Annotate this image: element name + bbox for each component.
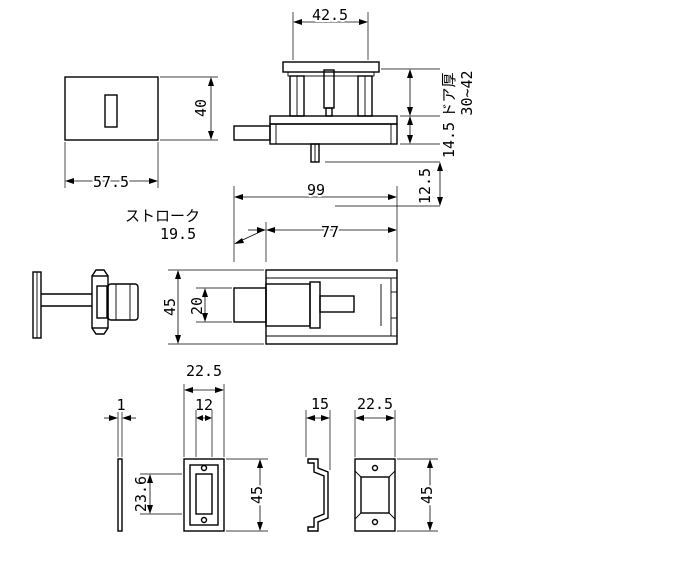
strike-plate-side: 1 — [104, 396, 136, 532]
dim-slot-width: 12 — [195, 396, 213, 414]
knob-view — [32, 269, 139, 339]
top-view: 45 20 — [161, 269, 398, 345]
stroke-label: ストローク — [125, 207, 200, 225]
strike-plate-front: 22.5 12 23.6 45 — [132, 362, 268, 532]
bracket-side: 15 — [305, 395, 331, 532]
dim-plate-width: 22.5 — [186, 362, 222, 380]
face-plate-view: 40 57.5 — [64, 76, 218, 193]
dim-door-thickness-title: ドア厚 — [440, 72, 458, 117]
dim-overall-length: 99 — [307, 181, 325, 199]
dim-body-length: 77 — [321, 223, 339, 241]
dim-door-thickness-range: 30~42 — [458, 70, 476, 115]
dim-bracket-height: 45 — [418, 486, 436, 504]
dim-offset-14-5: 14.5 — [440, 122, 458, 158]
dim-bracket-width: 22.5 — [357, 395, 393, 413]
dim-slot-height: 23.6 — [132, 476, 150, 512]
dim-bolt-height: 20 — [188, 297, 206, 315]
dim-plate-thickness: 1 — [116, 396, 125, 414]
dim-offset-12-5: 12.5 — [416, 168, 434, 204]
side-view: 42.5 ドア厚 30~42 14.5 12.5 — [233, 4, 476, 207]
dim-face-plate-height: 40 — [192, 99, 210, 117]
dim-body-height: 45 — [161, 298, 179, 316]
length-dimensions: 99 77 ストローク 19.5 — [125, 179, 398, 262]
dim-bracket-depth: 15 — [311, 395, 329, 413]
stroke-value: 19.5 — [160, 225, 196, 243]
dim-face-plate-width: 57.5 — [93, 173, 129, 191]
dim-top-width: 42.5 — [312, 6, 348, 24]
dim-plate-height: 45 — [248, 486, 266, 504]
bracket-front: 22.5 45 — [354, 395, 438, 532]
